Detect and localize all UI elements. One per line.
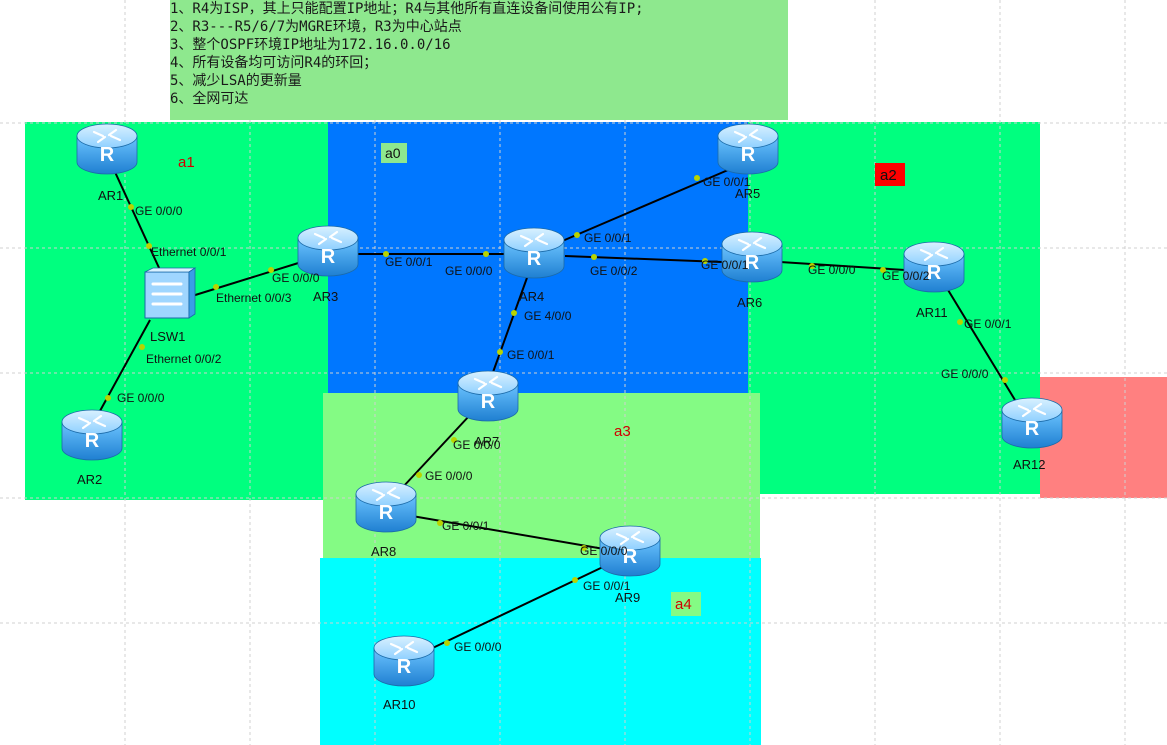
area-label-a1: a1 [178, 154, 195, 171]
interface-label: Ethernet 0/0/3 [216, 291, 292, 305]
link-lsw1-ar2 [94, 319, 151, 421]
device-label-ar4: AR4 [519, 289, 544, 304]
interface-label: GE 0/0/0 [454, 640, 502, 654]
requirements-note: 1、R4为ISP，其上只能配置IP地址；R4与其他所有直连设备间使用公有IP; … [170, 0, 788, 120]
area-label-a3: a3 [614, 423, 631, 440]
interface-label: GE 0/0/1 [507, 348, 555, 362]
link-ar4-ar7 [491, 274, 529, 376]
interface-label: GE 0/0/0 [445, 264, 493, 278]
requirement-line: 6、全网可达 [170, 91, 249, 107]
interface-label: GE 0/0/1 [442, 519, 490, 533]
area-label-a0-bg [381, 143, 407, 163]
interface-label: GE 0/0/0 [117, 391, 165, 405]
area-a3-region [323, 393, 760, 559]
interface-label: Ethernet 0/0/2 [146, 352, 222, 366]
interface-label: GE 0/0/0 [425, 469, 473, 483]
device-label-lsw1: LSW1 [150, 329, 185, 344]
interface-label: GE 0/0/0 [808, 263, 856, 277]
device-label-ar2: AR2 [77, 472, 102, 487]
router-icon-ar2[interactable] [60, 408, 124, 462]
router-icon-ar10[interactable] [372, 634, 436, 688]
device-label-ar11: AR11 [916, 305, 948, 320]
requirement-line: 3、整个OSPF环境IP地址为172.16.0.0/16 [170, 37, 451, 53]
port-dots [105, 175, 1008, 646]
interface-label: GE 0/0/0 [941, 367, 989, 381]
router-icon-ar11[interactable] [902, 240, 966, 294]
device-label-ar12: AR12 [1013, 457, 1046, 472]
router-icon-ar4[interactable] [502, 226, 566, 280]
interface-label: GE 0/0/0 [135, 204, 183, 218]
device-label-ar9: AR9 [615, 590, 640, 605]
interface-label: GE 0/0/1 [964, 317, 1012, 331]
link-lsw1-ar3 [191, 259, 309, 297]
router-icon-ar7[interactable] [456, 369, 520, 423]
interface-label: GE 0/0/0 [453, 438, 501, 452]
device-label-ar7: AR7 [474, 434, 499, 449]
area-label-a2: a2 [880, 167, 897, 184]
interface-label: GE 0/0/2 [882, 269, 930, 283]
link-ar4-ar5 [559, 169, 729, 243]
router-icon-ar6[interactable] [720, 230, 784, 284]
area-label-a4: a4 [675, 596, 692, 613]
device-label-ar6: AR6 [737, 295, 762, 310]
device-label-ar5: AR5 [735, 186, 760, 201]
requirement-line: 1、R4为ISP，其上只能配置IP地址；R4与其他所有直连设备间使用公有IP; [170, 1, 644, 17]
switch-icon[interactable] [144, 267, 197, 319]
device-label-ar3: AR3 [313, 289, 338, 304]
device-label-ar10: AR10 [383, 697, 416, 712]
link-ar8-ar9 [411, 515, 611, 551]
interface-label: GE 4/0/0 [524, 309, 572, 323]
requirement-line: 5、减少LSA的更新量 [170, 73, 302, 89]
router-icon-ar1[interactable] [75, 122, 139, 176]
requirement-line: 4、所有设备均可访问R4的环回； [170, 55, 378, 71]
interface-label: GE 0/0/1 [584, 231, 632, 245]
interface-label: GE 0/0/2 [590, 264, 638, 278]
interface-label: GE 0/0/1 [385, 255, 433, 269]
area-label-a2-bg [875, 163, 905, 186]
router-icon-ar12[interactable] [1000, 396, 1064, 450]
device-label-ar1: AR1 [98, 188, 123, 203]
links [94, 169, 1016, 655]
requirement-line: 2、R3---R5/6/7为MGRE环境，R3为中心站点 [170, 19, 462, 35]
interface-label: GE 0/0/0 [272, 271, 320, 285]
interface-label: GE 0/0/1 [703, 175, 751, 189]
link-ar1-lsw1 [114, 171, 161, 271]
router-icon-ar5[interactable] [716, 122, 780, 176]
router-icon-ar3[interactable] [296, 224, 360, 278]
interface-label: GE 0/0/0 [580, 544, 628, 558]
interface-label: Ethernet 0/0/1 [151, 245, 227, 259]
device-label-ar8: AR8 [371, 544, 396, 559]
link-ar7-ar8 [401, 414, 471, 489]
interface-label: GE 0/0/1 [701, 258, 749, 272]
router-icon-ar8[interactable] [354, 480, 418, 534]
area-label-a4-bg [671, 592, 701, 616]
interface-label: GE 0/0/1 [583, 579, 631, 593]
area-label-a0: a0 [385, 145, 401, 161]
